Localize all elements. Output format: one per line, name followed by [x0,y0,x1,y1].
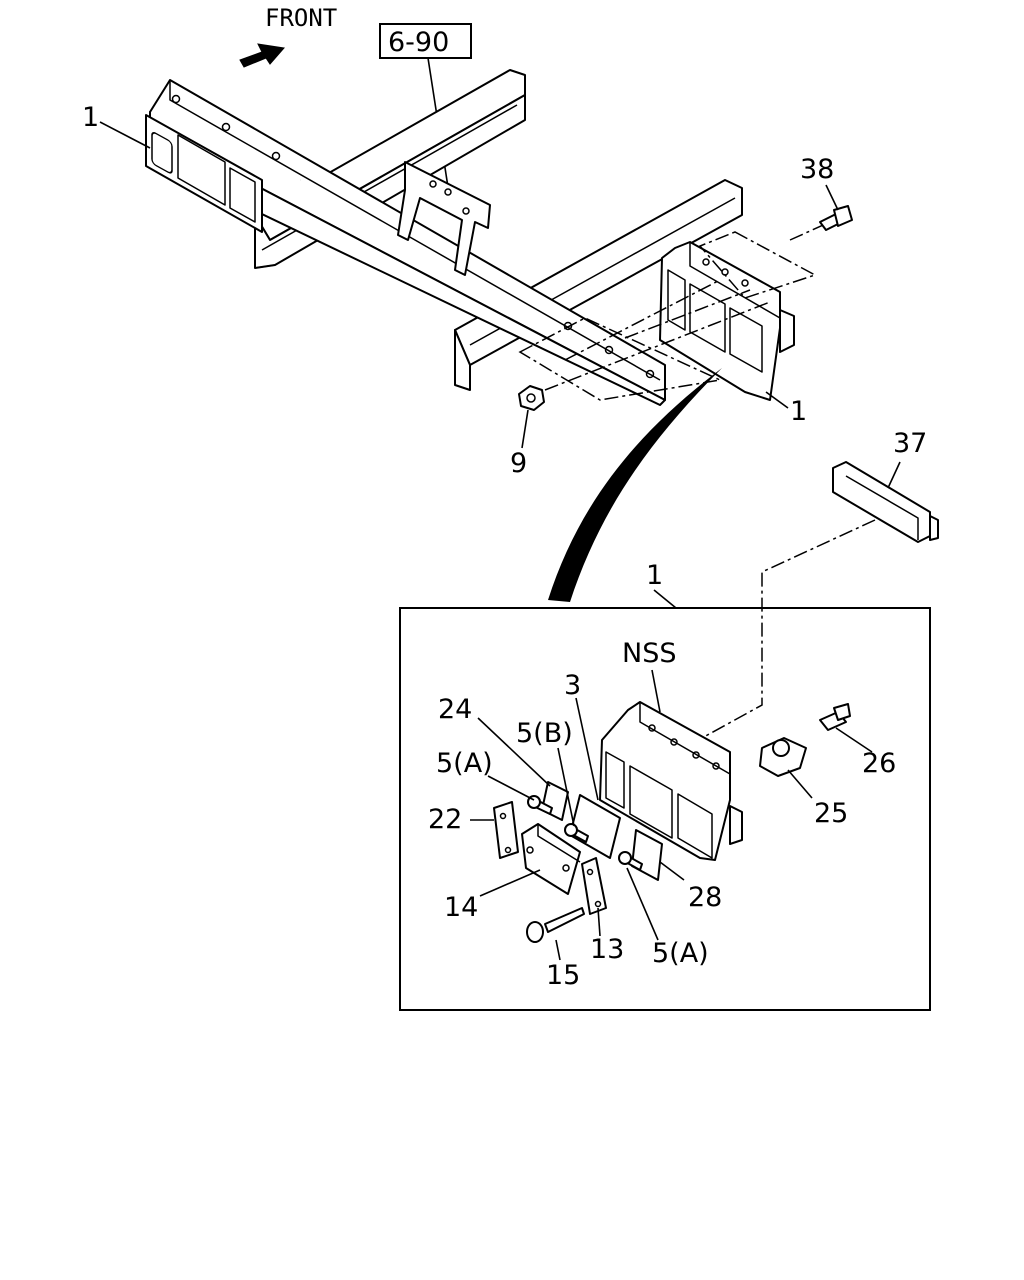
frame-assembly [145,69,743,406]
bolt-38 [819,184,853,231]
callout-14: 14 [444,892,478,923]
ref-box[interactable]: 6-90 [379,23,472,59]
detail-box [399,607,931,1011]
detail-swoosh [548,368,722,602]
callout-nss: NSS [622,638,676,669]
callout-26: 26 [862,748,896,779]
front-arrow-icon [239,43,285,68]
callout-37: 37 [893,428,927,459]
cover-37 [832,461,939,543]
callout-22: 22 [428,804,462,835]
nss-bracket [599,701,743,861]
callout-9: 9 [510,448,527,479]
callout-1-top: 1 [82,102,99,133]
callout-1-box: 1 [646,560,663,591]
nut-9 [518,385,545,449]
ref-box-label: 6-90 [388,27,449,58]
callout-15: 15 [546,960,580,991]
detail-parts [493,703,851,943]
front-label: FRONT [265,4,337,32]
callout-5a-bottom: 5(A) [652,938,709,969]
callout-24: 24 [438,694,472,725]
callout-13: 13 [590,934,624,965]
callout-3: 3 [564,670,581,701]
callout-1-right: 1 [790,396,807,427]
callout-5a-left: 5(A) [436,748,493,779]
rear-bracket [659,241,795,401]
callout-5b: 5(B) [516,718,573,749]
callout-25: 25 [814,798,848,829]
callout-38: 38 [800,154,834,185]
callout-28: 28 [688,882,722,913]
